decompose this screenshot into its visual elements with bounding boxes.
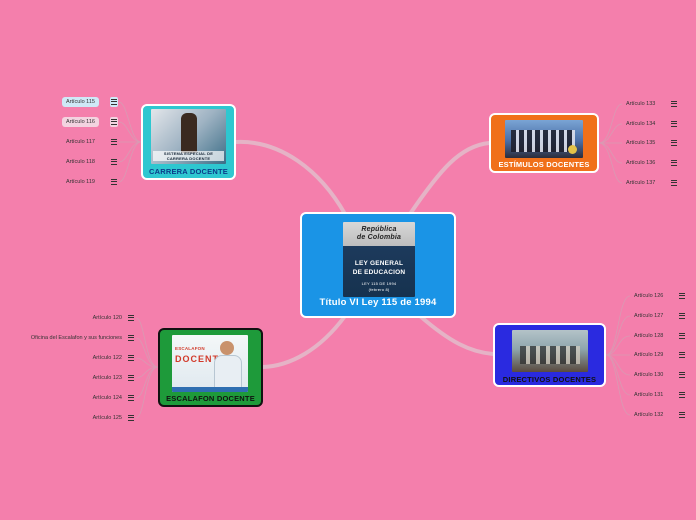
menu-lines-icon[interactable] <box>678 370 686 380</box>
menu-lines-icon[interactable] <box>127 413 135 423</box>
leaf-articulo-130[interactable]: Artículo 130 <box>630 370 686 380</box>
menu-lines-icon[interactable] <box>678 291 686 301</box>
leaf-articulo-122[interactable]: Artículo 122 <box>79 353 135 363</box>
directivos-title: DIRECTIVOS DOCENTES <box>502 375 597 384</box>
leaf-label: Artículo 133 <box>626 101 656 107</box>
topic-escalafon-docente[interactable]: ESCALAFON DOCENTE ESCALAFON DOCENTE <box>158 328 263 407</box>
leaf-articulo-127[interactable]: Artículo 127 <box>630 311 686 321</box>
central-topic[interactable]: República de Colombia LEY GENERAL DE EDU… <box>300 212 456 318</box>
menu-lines-icon[interactable] <box>110 157 118 167</box>
menu-lines-icon[interactable] <box>127 353 135 363</box>
menu-lines-icon[interactable] <box>670 138 678 148</box>
menu-lines-icon[interactable] <box>678 350 686 360</box>
leaf-label: Artículo 126 <box>634 293 664 299</box>
leaf-label: Artículo 120 <box>92 315 122 321</box>
leaf-articulo-117[interactable]: Artículo 117 <box>62 137 118 147</box>
escalafon-photo: ESCALAFON DOCENTE <box>172 335 248 392</box>
leaf-label: Artículo 118 <box>66 159 95 165</box>
leaf-label: Artículo 124 <box>92 395 122 401</box>
leaf-label: Artículo 129 <box>634 352 664 358</box>
leaf-articulo-118[interactable]: Artículo 118 <box>62 157 118 167</box>
menu-lines-icon[interactable] <box>110 97 118 107</box>
leaf-articulo-131[interactable]: Artículo 131 <box>630 390 686 400</box>
escalafon-caption-2: DOCENTE <box>175 354 227 364</box>
leaf-articulo-129[interactable]: Artículo 129 <box>630 350 686 360</box>
leaf-label: Artículo 125 <box>92 415 122 421</box>
leaf-articulo-136[interactable]: Artículo 136 <box>622 158 678 168</box>
law-book-cover-image: República de Colombia LEY GENERAL DE EDU… <box>343 222 415 297</box>
menu-lines-icon[interactable] <box>127 313 135 323</box>
link-estimulos <box>408 141 491 216</box>
topic-directivos-docentes[interactable]: DIRECTIVOS DOCENTES <box>493 323 606 387</box>
menu-lines-icon[interactable] <box>110 117 118 127</box>
carrera-photo: SISTEMA ESPECIAL DE CARRERA DOCENTE <box>151 109 226 164</box>
estimulos-title: ESTÍMULOS DOCENTES <box>498 160 590 169</box>
leaf-label: Oficina del Escalafon y sus funciones <box>30 335 122 341</box>
menu-lines-icon[interactable] <box>670 178 678 188</box>
seal-icon <box>568 145 577 154</box>
leaf-articulo-132[interactable]: Artículo 132 <box>630 410 686 420</box>
book-heading-2: de Colombia <box>356 234 402 241</box>
escalafon-caption-1: ESCALAFON <box>175 346 205 351</box>
central-topic-title: Título VI Ley 115 de 1994 <box>319 297 437 308</box>
leaf-articulo-134[interactable]: Artículo 134 <box>622 119 678 129</box>
menu-lines-icon[interactable] <box>110 177 118 187</box>
leaf-label: Artículo 122 <box>92 355 122 361</box>
leaf-label: Artículo 128 <box>634 333 664 339</box>
estimulos-photo <box>505 120 583 158</box>
book-subtitle-1: LEY 115 DE 1994 <box>361 281 397 286</box>
book-title-2: DE EDUCACION <box>352 269 406 276</box>
leaf-articulo-123[interactable]: Artículo 123 <box>79 373 135 383</box>
leaf-label: Artículo 117 <box>66 139 95 145</box>
leaf-articulo-135[interactable]: Artículo 135 <box>622 138 678 148</box>
leaf-articulo-119[interactable]: Artículo 119 <box>62 177 118 187</box>
menu-lines-icon[interactable] <box>127 333 135 343</box>
leaf-label: Artículo 123 <box>92 375 122 381</box>
leaf-articulo-125[interactable]: Artículo 125 <box>79 413 135 423</box>
leaf-label: Artículo 137 <box>626 180 656 186</box>
menu-lines-icon[interactable] <box>110 137 118 147</box>
leaf-articulo-133[interactable]: Artículo 133 <box>622 99 678 109</box>
directivos-photo <box>512 330 588 372</box>
link-directivos <box>418 314 495 356</box>
leaf-articulo-120[interactable]: Artículo 120 <box>79 313 135 323</box>
leaf-label: Artículo 134 <box>626 121 656 127</box>
menu-lines-icon[interactable] <box>678 331 686 341</box>
leaf-label: Artículo 119 <box>66 179 95 185</box>
leaf-label: Artículo 127 <box>634 313 664 319</box>
leaf-articulo-126[interactable]: Artículo 126 <box>630 291 686 301</box>
leaf-articulo-124[interactable]: Artículo 124 <box>79 393 135 403</box>
menu-lines-icon[interactable] <box>678 390 686 400</box>
topic-estimulos-docentes[interactable]: ESTÍMULOS DOCENTES <box>489 113 599 173</box>
menu-lines-icon[interactable] <box>670 158 678 168</box>
menu-lines-icon[interactable] <box>678 311 686 321</box>
leaf-articulo-116[interactable]: Artículo 116 <box>62 117 118 127</box>
topic-carrera-docente[interactable]: SISTEMA ESPECIAL DE CARRERA DOCENTE CARR… <box>141 104 236 180</box>
menu-lines-icon[interactable] <box>670 119 678 129</box>
carrera-photo-caption: SISTEMA ESPECIAL DE CARRERA DOCENTE <box>153 151 224 161</box>
menu-lines-icon[interactable] <box>678 410 686 420</box>
leaf-label: Artículo 131 <box>634 392 664 398</box>
link-carrera <box>234 139 347 216</box>
book-subtitle-2: (febrero 8) <box>368 287 390 292</box>
leaf-articulo-128[interactable]: Artículo 128 <box>630 331 686 341</box>
escalafon-title: ESCALAFON DOCENTE <box>166 394 255 403</box>
leaf-oficina-escalafon[interactable]: Oficina del Escalafon y sus funciones <box>9 333 135 343</box>
leaf-articulo-115[interactable]: Artículo 115 <box>62 97 118 107</box>
link-escalafon <box>261 314 347 369</box>
book-heading-1: República <box>361 226 397 233</box>
leaf-label: Artículo 132 <box>634 412 664 418</box>
leaf-label: Artículo 136 <box>626 160 656 166</box>
menu-lines-icon[interactable] <box>127 393 135 403</box>
book-title-1: LEY GENERAL <box>354 260 404 267</box>
leaf-label: Artículo 130 <box>634 372 664 378</box>
menu-lines-icon[interactable] <box>670 99 678 109</box>
leaf-label: Artículo 135 <box>626 140 656 146</box>
leaf-articulo-137[interactable]: Artículo 137 <box>622 178 678 188</box>
menu-lines-icon[interactable] <box>127 373 135 383</box>
leaf-label: Artículo 115 <box>62 97 99 107</box>
carrera-title: CARRERA DOCENTE <box>149 167 228 176</box>
leaf-label: Artículo 116 <box>62 117 99 127</box>
